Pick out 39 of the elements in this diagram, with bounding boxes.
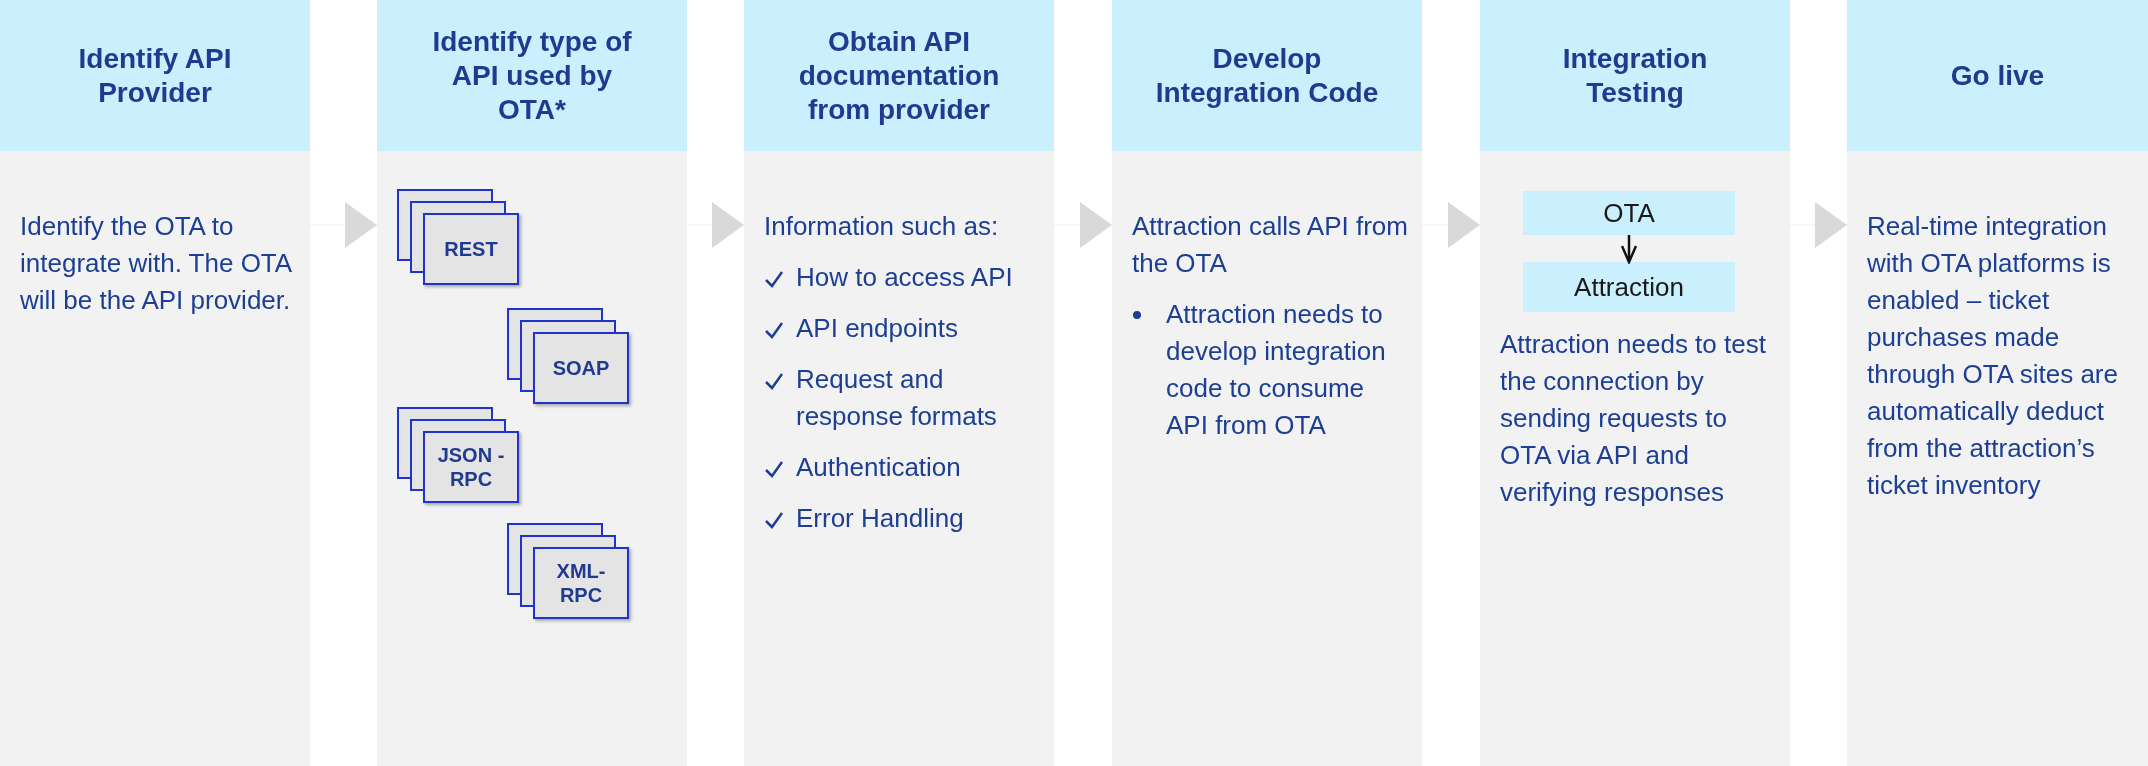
- chevron-arrow: [309, 202, 378, 248]
- checklist-item: Error Handling: [796, 502, 964, 535]
- step-heading: Identify API Provider: [0, 0, 310, 151]
- step-heading: Go live: [1847, 0, 2148, 151]
- step-column: [1847, 0, 2148, 766]
- step-column: [1480, 0, 1790, 766]
- checklist-item: How to access API: [796, 261, 1013, 294]
- document-stack: [507, 308, 631, 406]
- entity-box: Attraction: [1523, 262, 1735, 312]
- document-card: SOAP: [533, 332, 629, 404]
- step-description: Attraction needs to test the connection by sending requests to OTA via API and verifying responses: [1500, 328, 1767, 509]
- document-stack: [397, 407, 521, 505]
- step-column: [1112, 0, 1422, 766]
- checklist-item: Request and response formats: [796, 363, 998, 433]
- step-heading: Obtain API documentation from provider: [744, 0, 1054, 151]
- checklist-item: API endpoints: [796, 312, 958, 345]
- step-description: Real-time integration with OTA platforms is enabled – ticket purchases made through OTA sites are automatically deduct from the attraction’s ticket inventory: [1867, 210, 2119, 502]
- entity-box: OTA: [1523, 191, 1735, 235]
- step-column: [0, 0, 310, 766]
- chevron-arrow: [1789, 202, 1848, 248]
- document-stack: [397, 189, 521, 287]
- document-stack: [507, 523, 631, 621]
- checklist-item: Authentication: [796, 451, 961, 484]
- step-description: Information such as:: [764, 210, 1000, 243]
- document-card: XML- RPC: [533, 547, 629, 619]
- step-heading: Integration Testing: [1480, 0, 1790, 151]
- chevron-arrow: [686, 202, 745, 248]
- step-heading: Identify type of API used by OTA*: [377, 0, 687, 151]
- chevron-arrow: [1421, 202, 1481, 248]
- step-heading: Develop Integration Code: [1112, 0, 1422, 151]
- step-description: Identify the OTA to integrate with. The OTA will be the API provider.: [20, 210, 293, 317]
- step-column: [377, 0, 687, 766]
- arrow: [1620, 235, 1638, 264]
- step-description: Attraction calls API from the OTA: [1132, 210, 1408, 280]
- document-card: REST: [423, 213, 519, 285]
- bullet-item: Attraction needs to develop integration code to consume API from OTA: [1166, 298, 1387, 442]
- step-column: [744, 0, 1054, 766]
- chevron-arrow: [1053, 202, 1113, 248]
- document-card: JSON -RPC: [423, 431, 519, 503]
